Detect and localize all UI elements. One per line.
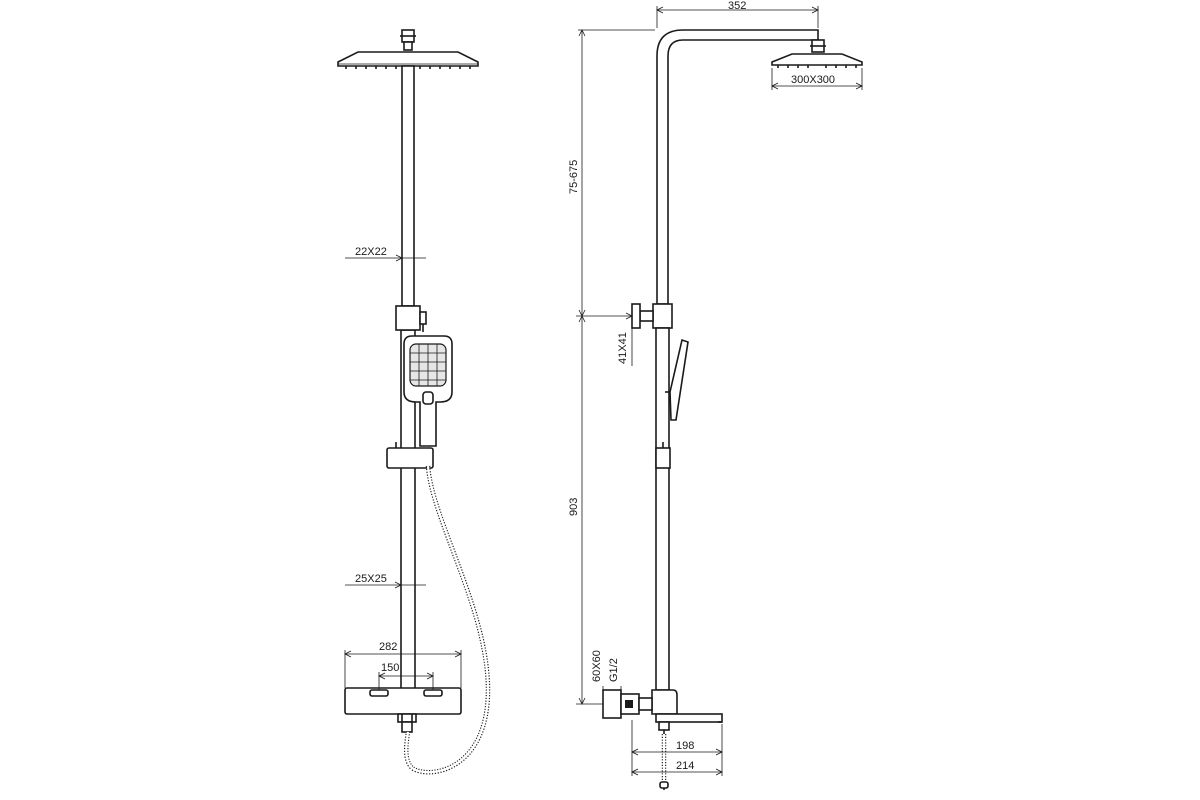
dim-mixer-width: 282	[344, 641, 462, 688]
front-hand-shower	[403, 335, 453, 447]
dim-inlet-labels: 60X60 G1/2	[591, 650, 622, 694]
front-wall-bracket	[395, 305, 427, 332]
shower-head-nozzles	[345, 66, 471, 69]
dim-mixer-width-label: 282	[379, 641, 397, 653]
dim-spout-reach: 198	[631, 720, 723, 776]
front-mixer-body	[344, 687, 462, 733]
dim-eccentric-size-label: 60X60	[591, 650, 603, 682]
side-view: 352 300X300 75-675 41X41	[568, 0, 863, 790]
front-shower-hose	[404, 465, 491, 775]
dim-height-adjust: 75-675	[568, 29, 655, 317]
side-mixer-body	[651, 689, 723, 790]
side-wall-bracket	[631, 303, 673, 329]
side-rain-shower-head	[771, 39, 863, 68]
dim-bracket-size: 41X41	[576, 304, 633, 366]
dim-inlet-thread-label: G1/2	[608, 658, 620, 682]
front-upper-tube	[401, 65, 415, 307]
side-eccentric-inlet	[602, 689, 653, 719]
dim-bottom-tube-label: 25X25	[355, 573, 387, 585]
dim-bottom-tube: 25X25	[345, 573, 426, 589]
dim-top-tube: 22X22	[345, 246, 426, 262]
front-rain-shower-head	[337, 29, 479, 69]
dim-overall-depth-label: 214	[676, 760, 694, 772]
dim-spout-reach-label: 198	[676, 740, 694, 752]
dim-height-adjust-label: 75-675	[568, 160, 580, 194]
side-hand-shower-holder	[655, 447, 671, 469]
dim-head-size: 300X300	[771, 68, 863, 90]
side-hand-shower	[665, 338, 689, 421]
front-hand-shower-holder	[386, 447, 434, 469]
dim-arm-reach-label: 352	[728, 0, 746, 12]
dim-arm-reach: 352	[656, 0, 819, 28]
side-lower-tube	[655, 327, 670, 691]
side-upper-tube-and-arm	[656, 29, 819, 305]
dim-riser-height: 903	[568, 315, 603, 705]
dim-riser-height-label: 903	[568, 498, 580, 516]
front-view: 22X22 25X25 282 150	[337, 29, 491, 775]
dim-top-tube-label: 22X22	[355, 246, 387, 258]
dim-inlet-spacing: 150	[378, 662, 434, 690]
dim-head-size-label: 300X300	[791, 74, 835, 86]
dim-inlet-spacing-label: 150	[381, 662, 399, 674]
dim-bracket-size-label: 41X41	[617, 332, 629, 364]
dim-overall-depth: 214	[631, 756, 723, 776]
